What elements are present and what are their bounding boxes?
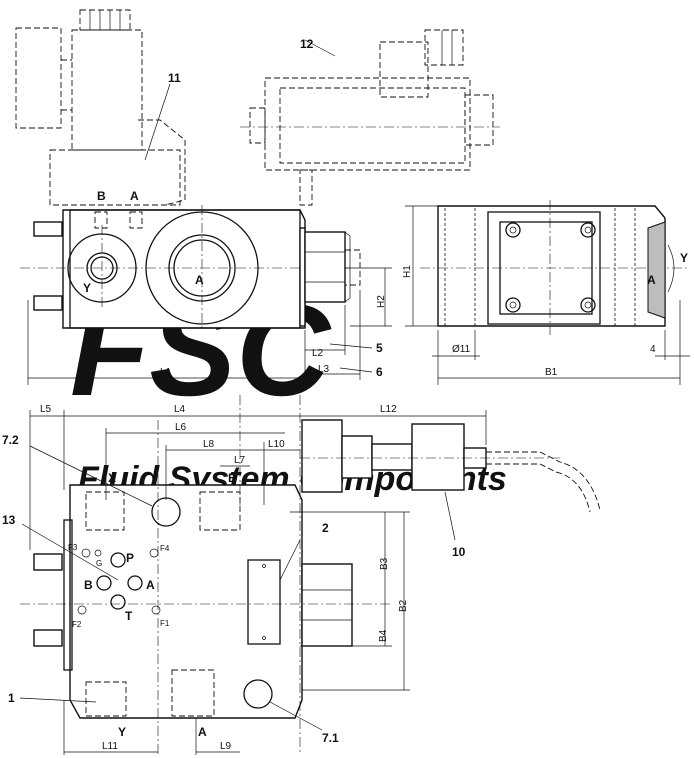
callout-5-label: 5 (376, 341, 383, 355)
side-port-label-a: A (647, 273, 656, 287)
bv-label-a2: A (146, 578, 155, 592)
dim-l5: L5 (40, 404, 52, 415)
top-dimensions: H1 H2 L2 L3 5 6 L1 Ø11 4 B1 (27, 205, 690, 385)
connector-10: 10 (300, 419, 601, 559)
bottom-dimensions: L5 L4 L12 L6 L8 L10 L7 B3 B2 B4 L11 (29, 404, 487, 755)
dim-l10: L10 (268, 439, 285, 450)
bv-label-f2: F2 (72, 620, 82, 629)
dim-b4: B4 (378, 629, 389, 642)
bottom-view: X B P B A T Y A F3 G F4 F2 F1 (20, 395, 390, 755)
dim-l12: L12 (380, 404, 397, 415)
callout-7-2-label: 7.2 (2, 433, 19, 447)
port-label-b: B (97, 189, 106, 203)
dim-l3: L3 (318, 364, 330, 375)
bv-label-b: B (228, 471, 237, 485)
dim-b1: B1 (545, 367, 558, 378)
bottom-callouts: 7.2 13 2 1 7.1 (2, 433, 339, 745)
callout-6-label: 6 (376, 365, 383, 379)
callout-12-label: 12 (300, 37, 314, 51)
callout-11-label: 11 (168, 71, 181, 85)
side-port-label-y: Y (680, 251, 688, 265)
callout-11: 11 (144, 71, 181, 161)
dim-4: 4 (650, 344, 656, 355)
dim-l2: L2 (312, 348, 324, 359)
bv-label-f4: F4 (160, 544, 170, 553)
bv-label-p: P (126, 551, 134, 565)
dim-l7: L7 (234, 455, 246, 466)
callout-2-label: 2 (322, 521, 329, 535)
bv-label-b2: B (84, 578, 93, 592)
port-label-y: Y (83, 281, 91, 295)
bv-label-x: X (108, 471, 116, 485)
port-label-a: A (130, 189, 139, 203)
dim-b2: B2 (398, 599, 409, 612)
callout-13-label: 13 (2, 513, 16, 527)
callout-7-1-label: 7.1 (322, 731, 339, 745)
solenoid-11 (15, 9, 186, 206)
bv-label-y: Y (118, 725, 126, 739)
solenoid-12-view: 12 (240, 29, 500, 206)
bv-label-f3: F3 (68, 543, 78, 552)
front-view: B A Y A (15, 9, 361, 330)
bv-label-g: G (96, 559, 102, 568)
dim-b3: B3 (379, 557, 390, 570)
bv-label-f1: F1 (160, 619, 170, 628)
dim-d11: Ø11 (452, 344, 471, 355)
side-view: A Y (420, 200, 690, 335)
callout-10-label: 10 (452, 545, 466, 559)
bv-label-t: T (125, 609, 133, 623)
bv-label-a3: A (198, 725, 207, 739)
dim-l9: L9 (220, 741, 232, 752)
dim-h2: H2 (376, 295, 387, 308)
callout-1-label: 1 (8, 691, 15, 705)
dim-l8: L8 (203, 439, 215, 450)
dim-l1: L1 (160, 367, 172, 378)
dim-l11: L11 (102, 741, 118, 752)
dim-l6: L6 (175, 422, 187, 433)
port-label-a-2: A (195, 273, 204, 287)
dim-h1: H1 (402, 265, 413, 278)
dim-l4: L4 (174, 404, 186, 415)
